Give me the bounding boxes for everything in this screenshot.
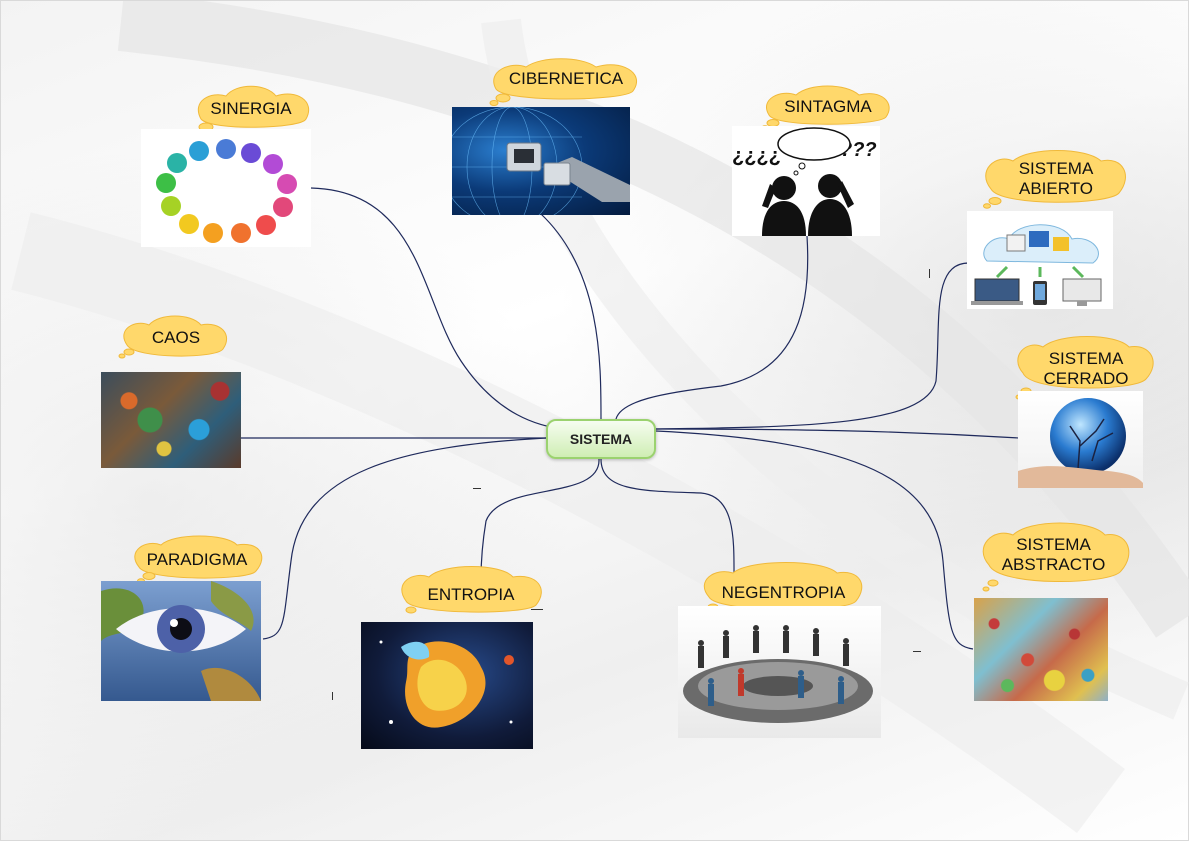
- image-caos[interactable]: [101, 372, 241, 468]
- image-paradigma[interactable]: [101, 581, 261, 701]
- connector-sistema-abstracto: [655, 430, 974, 650]
- connector-sistema-cerrado: [655, 428, 1020, 439]
- image-sintagma[interactable]: ¿¿¿¿ ???: [732, 126, 880, 236]
- image-sistema-abstracto[interactable]: [974, 598, 1108, 701]
- connector-sinergia: [310, 187, 562, 430]
- image-negentropia[interactable]: [678, 606, 881, 738]
- people-ring-illustration: [156, 139, 297, 243]
- glass-sphere-hand-illustration: [1018, 398, 1143, 488]
- cosmic-explosion-illustration: [379, 640, 514, 728]
- connector-cibernetica: [540, 213, 602, 420]
- central-node-sistema[interactable]: SISTEMA: [546, 419, 656, 459]
- topic-label-sistema-abierto[interactable]: SISTEMA ABIERTO: [1018, 159, 1094, 198]
- people-on-gears-illustration: [683, 625, 873, 723]
- topic-label-negentropia[interactable]: NEGENTROPIA: [721, 583, 846, 602]
- topic-label-sistema-abstracto[interactable]: SISTEMA ABSTRACTO: [1001, 535, 1106, 574]
- image-sinergia[interactable]: [141, 129, 311, 247]
- question-marks-left: ¿¿¿¿: [732, 145, 781, 167]
- image-cibernetica[interactable]: [452, 107, 630, 215]
- topic-label-sistema-cerrado[interactable]: SISTEMA CERRADO: [1043, 349, 1129, 388]
- topic-label-caos[interactable]: CAOS: [151, 328, 201, 347]
- image-sistema-cerrado[interactable]: [1018, 391, 1143, 488]
- topic-label-paradigma[interactable]: PARADIGMA: [146, 550, 248, 569]
- topic-label-entropia[interactable]: ENTROPIA: [427, 585, 515, 604]
- network-cable-globe-illustration: [452, 107, 630, 215]
- topic-label-sinergia[interactable]: SINERGIA: [210, 99, 292, 118]
- connector-entropia: [480, 458, 600, 580]
- stray-mark: [473, 488, 481, 489]
- connector-sistema-abierto: [655, 262, 970, 430]
- stray-mark: [332, 692, 333, 700]
- connector-negentropia: [600, 458, 735, 582]
- topic-label-cibernetica[interactable]: CIBERNETICA: [508, 69, 624, 88]
- confused-people-illustration: ¿¿¿¿ ???: [732, 127, 877, 236]
- stray-mark: [929, 269, 930, 278]
- connector-paradigma: [262, 437, 547, 640]
- stray-mark: [531, 609, 543, 610]
- eye-world-map-illustration: [101, 581, 261, 701]
- topic-label-sintagma[interactable]: SINTAGMA: [784, 97, 872, 116]
- connector-sintagma: [615, 235, 809, 420]
- cloud-devices-illustration: [971, 224, 1102, 306]
- stray-mark: [913, 651, 921, 652]
- image-sistema-abierto[interactable]: [967, 211, 1113, 309]
- image-entropia[interactable]: [361, 622, 533, 749]
